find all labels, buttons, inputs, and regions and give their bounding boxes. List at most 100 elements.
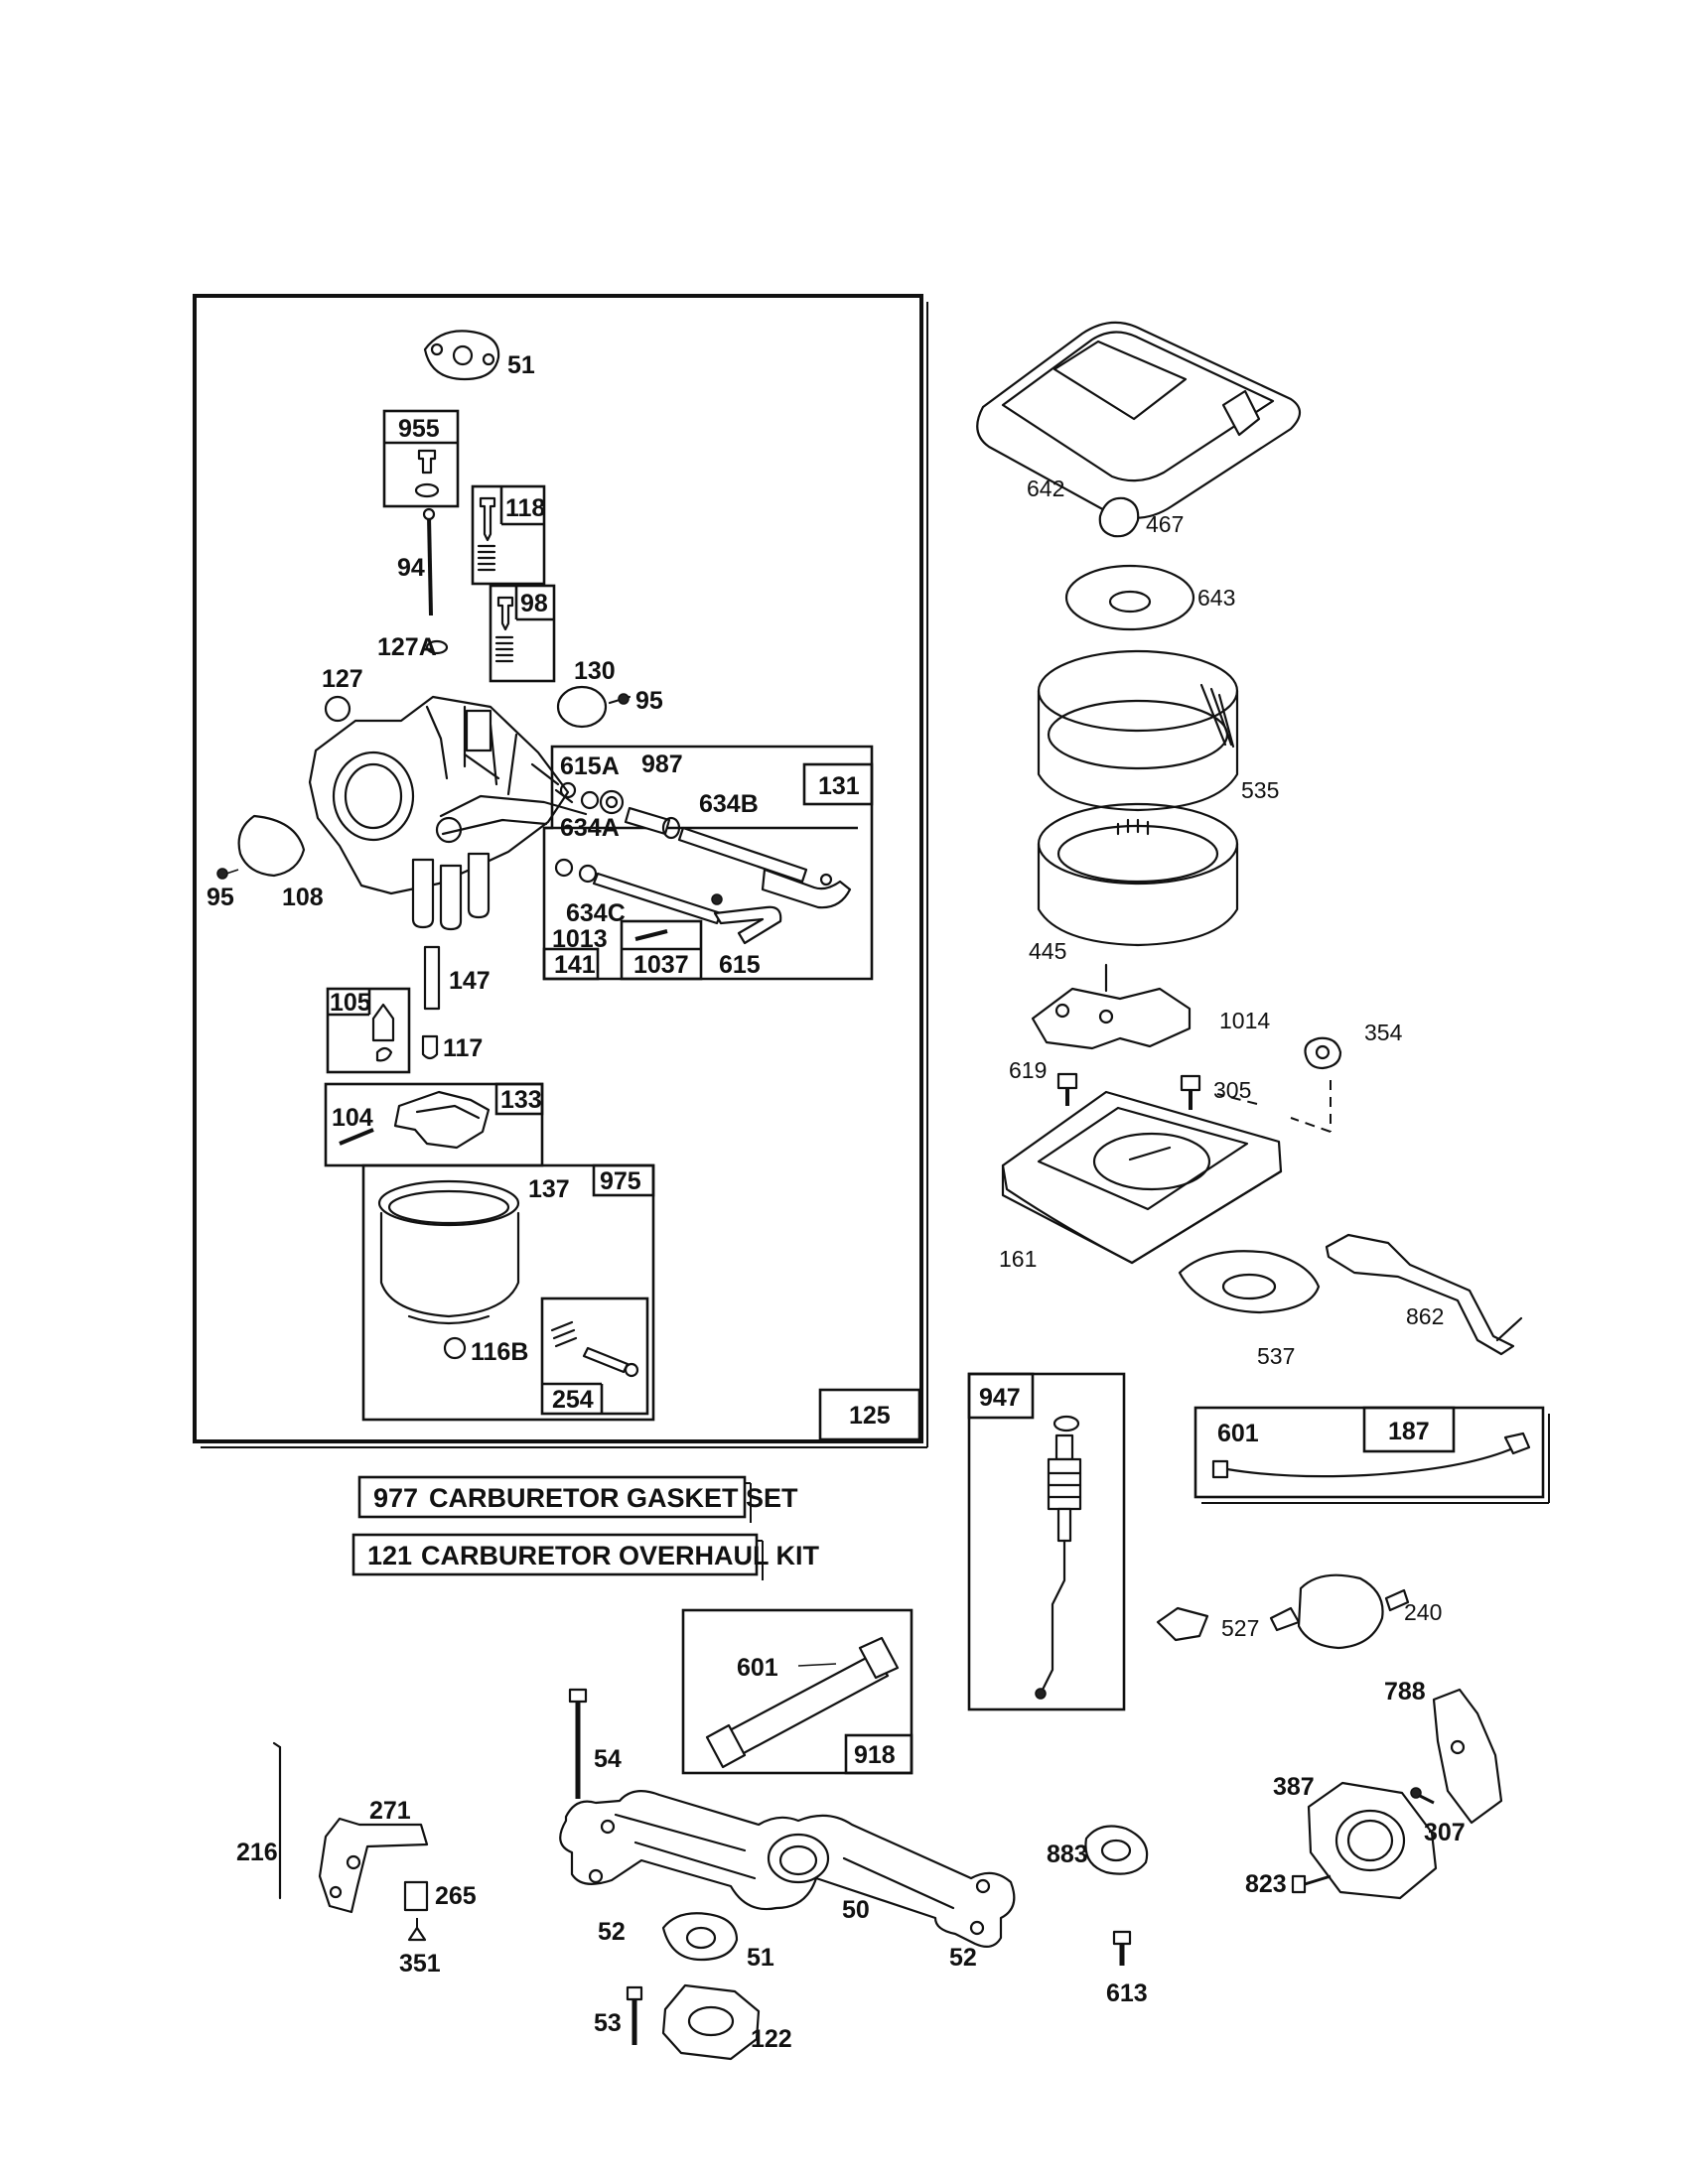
part-351-screw: 351 [399, 1918, 441, 1978]
label-130: 130 [574, 657, 616, 685]
label-535: 535 [1241, 777, 1279, 803]
kit-box-947: 947 [967, 1372, 1126, 1711]
label-467: 467 [1146, 511, 1184, 537]
overhaul-kit-name: CARBURETOR OVERHAUL KIT [421, 1541, 820, 1570]
kit-label-gasket-set: 977 CARBURETOR GASKET SET [357, 1475, 798, 1523]
part-883-gasket: 883 [1047, 1825, 1149, 1875]
part-122-spacer: 122 [661, 1983, 792, 2061]
label-240: 240 [1404, 1599, 1442, 1625]
label-307: 307 [1424, 1819, 1466, 1846]
label-634C: 634C [566, 899, 626, 927]
label-1014: 1014 [1219, 1008, 1270, 1033]
label-105: 105 [330, 989, 371, 1017]
kit-label-overhaul-kit: 121 CARBURETOR OVERHAUL KIT [351, 1533, 820, 1580]
part-240-fuel-filter: 240 [1269, 1573, 1442, 1650]
label-265: 265 [435, 1882, 477, 1910]
label-987: 987 [641, 751, 683, 778]
label-634B: 634B [699, 790, 759, 818]
label-51-bottom: 51 [747, 1944, 774, 1972]
part-94-needle: 94 [397, 507, 436, 616]
label-788: 788 [1384, 1678, 1426, 1706]
part-127A: 127A [377, 633, 449, 661]
carburetor-assembly-frame: 125 [193, 294, 928, 1448]
part-108-choke-plate: 95 108 [207, 814, 324, 911]
part-161-base: 161 [999, 1090, 1283, 1272]
label-161: 161 [999, 1246, 1037, 1272]
part-1014-bracket: 1014 [1031, 963, 1270, 1050]
part-147-tube: 147 [423, 945, 491, 1011]
label-947: 947 [979, 1384, 1021, 1412]
label-619: 619 [1009, 1057, 1047, 1083]
part-643-seal: 643 [1064, 564, 1235, 631]
part-354-nut: 354 [1216, 1020, 1403, 1133]
label-95-left: 95 [207, 884, 234, 911]
gasket-set-number: 977 [373, 1483, 418, 1513]
label-634A: 634A [560, 814, 620, 842]
label-537: 537 [1257, 1343, 1295, 1369]
label-125: 125 [849, 1402, 891, 1430]
part-130-throttle-plate: 130 95 [556, 657, 663, 729]
overhaul-kit-number: 121 [367, 1541, 412, 1570]
kit-box-118: 118 [471, 484, 545, 586]
label-387: 387 [1273, 1773, 1315, 1801]
label-104: 104 [332, 1104, 373, 1132]
part-53-bolt: 53 [594, 1985, 643, 2045]
part-271-bracket: 271 [318, 1797, 429, 1914]
label-354: 354 [1364, 1020, 1403, 1045]
label-254: 254 [552, 1386, 594, 1414]
label-823: 823 [1245, 1870, 1287, 1898]
label-108: 108 [282, 884, 324, 911]
label-117: 117 [443, 1034, 483, 1062]
label-918: 918 [854, 1741, 896, 1769]
label-1037: 1037 [633, 951, 689, 979]
part-445-filter: 445 [1029, 802, 1239, 964]
label-54: 54 [594, 1745, 622, 1773]
label-94: 94 [397, 554, 425, 582]
label-95-right: 95 [635, 687, 663, 715]
label-52-left: 52 [598, 1918, 626, 1946]
label-50: 50 [842, 1896, 870, 1924]
part-613-bolt: 613 [1106, 1930, 1148, 2007]
part-117-seat: 117 [421, 1034, 483, 1062]
kit-box-955: 955 [382, 409, 460, 508]
gasket-set-name: CARBURETOR GASKET SET [429, 1483, 798, 1513]
kit-box-133-float: 133 104 [324, 1082, 544, 1167]
part-54-bolt: 54 [568, 1688, 622, 1799]
part-535-precleaner: 535 [1037, 649, 1279, 812]
part-307-screw: 307 [1410, 1787, 1466, 1846]
label-862: 862 [1406, 1303, 1444, 1329]
kit-box-918: 918 601 [681, 1608, 913, 1775]
part-619-bolt: 619 [1009, 1057, 1078, 1106]
label-601-right: 601 [1217, 1420, 1259, 1447]
part-862-bracket: 862 [1325, 1233, 1523, 1356]
label-141: 141 [554, 951, 596, 979]
label-883: 883 [1047, 1841, 1088, 1868]
label-351: 351 [399, 1950, 441, 1978]
label-613: 613 [1106, 1979, 1148, 2007]
label-615: 615 [719, 951, 761, 979]
part-642-cover: 642 [976, 321, 1302, 519]
label-137: 137 [528, 1175, 570, 1203]
label-642: 642 [1027, 476, 1064, 501]
part-823-screw: 823 [1245, 1870, 1332, 1898]
label-53: 53 [594, 2009, 622, 2037]
label-643: 643 [1197, 585, 1235, 611]
part-527-clip: 527 [1156, 1606, 1259, 1642]
label-271: 271 [369, 1797, 411, 1825]
label-52-right: 52 [949, 1944, 977, 1972]
label-116B: 116B [471, 1338, 528, 1366]
part-127-ring: 127 [322, 665, 363, 723]
label-527: 527 [1221, 1615, 1259, 1641]
part-387-pump-body: 387 [1273, 1773, 1438, 1900]
kit-box-975-bowl: 975 137 116B 254 [361, 1163, 655, 1422]
label-122: 122 [751, 2025, 792, 2053]
kit-box-187-fuel-line: 187 601 [1193, 1406, 1550, 1504]
label-305: 305 [1213, 1077, 1251, 1103]
part-51-manifold-gasket: 51 [661, 1912, 774, 1972]
label-187: 187 [1388, 1418, 1430, 1445]
label-216: 216 [236, 1839, 278, 1866]
label-445: 445 [1029, 938, 1066, 964]
part-537-gasket: 537 [1178, 1250, 1321, 1369]
label-975: 975 [600, 1167, 641, 1195]
